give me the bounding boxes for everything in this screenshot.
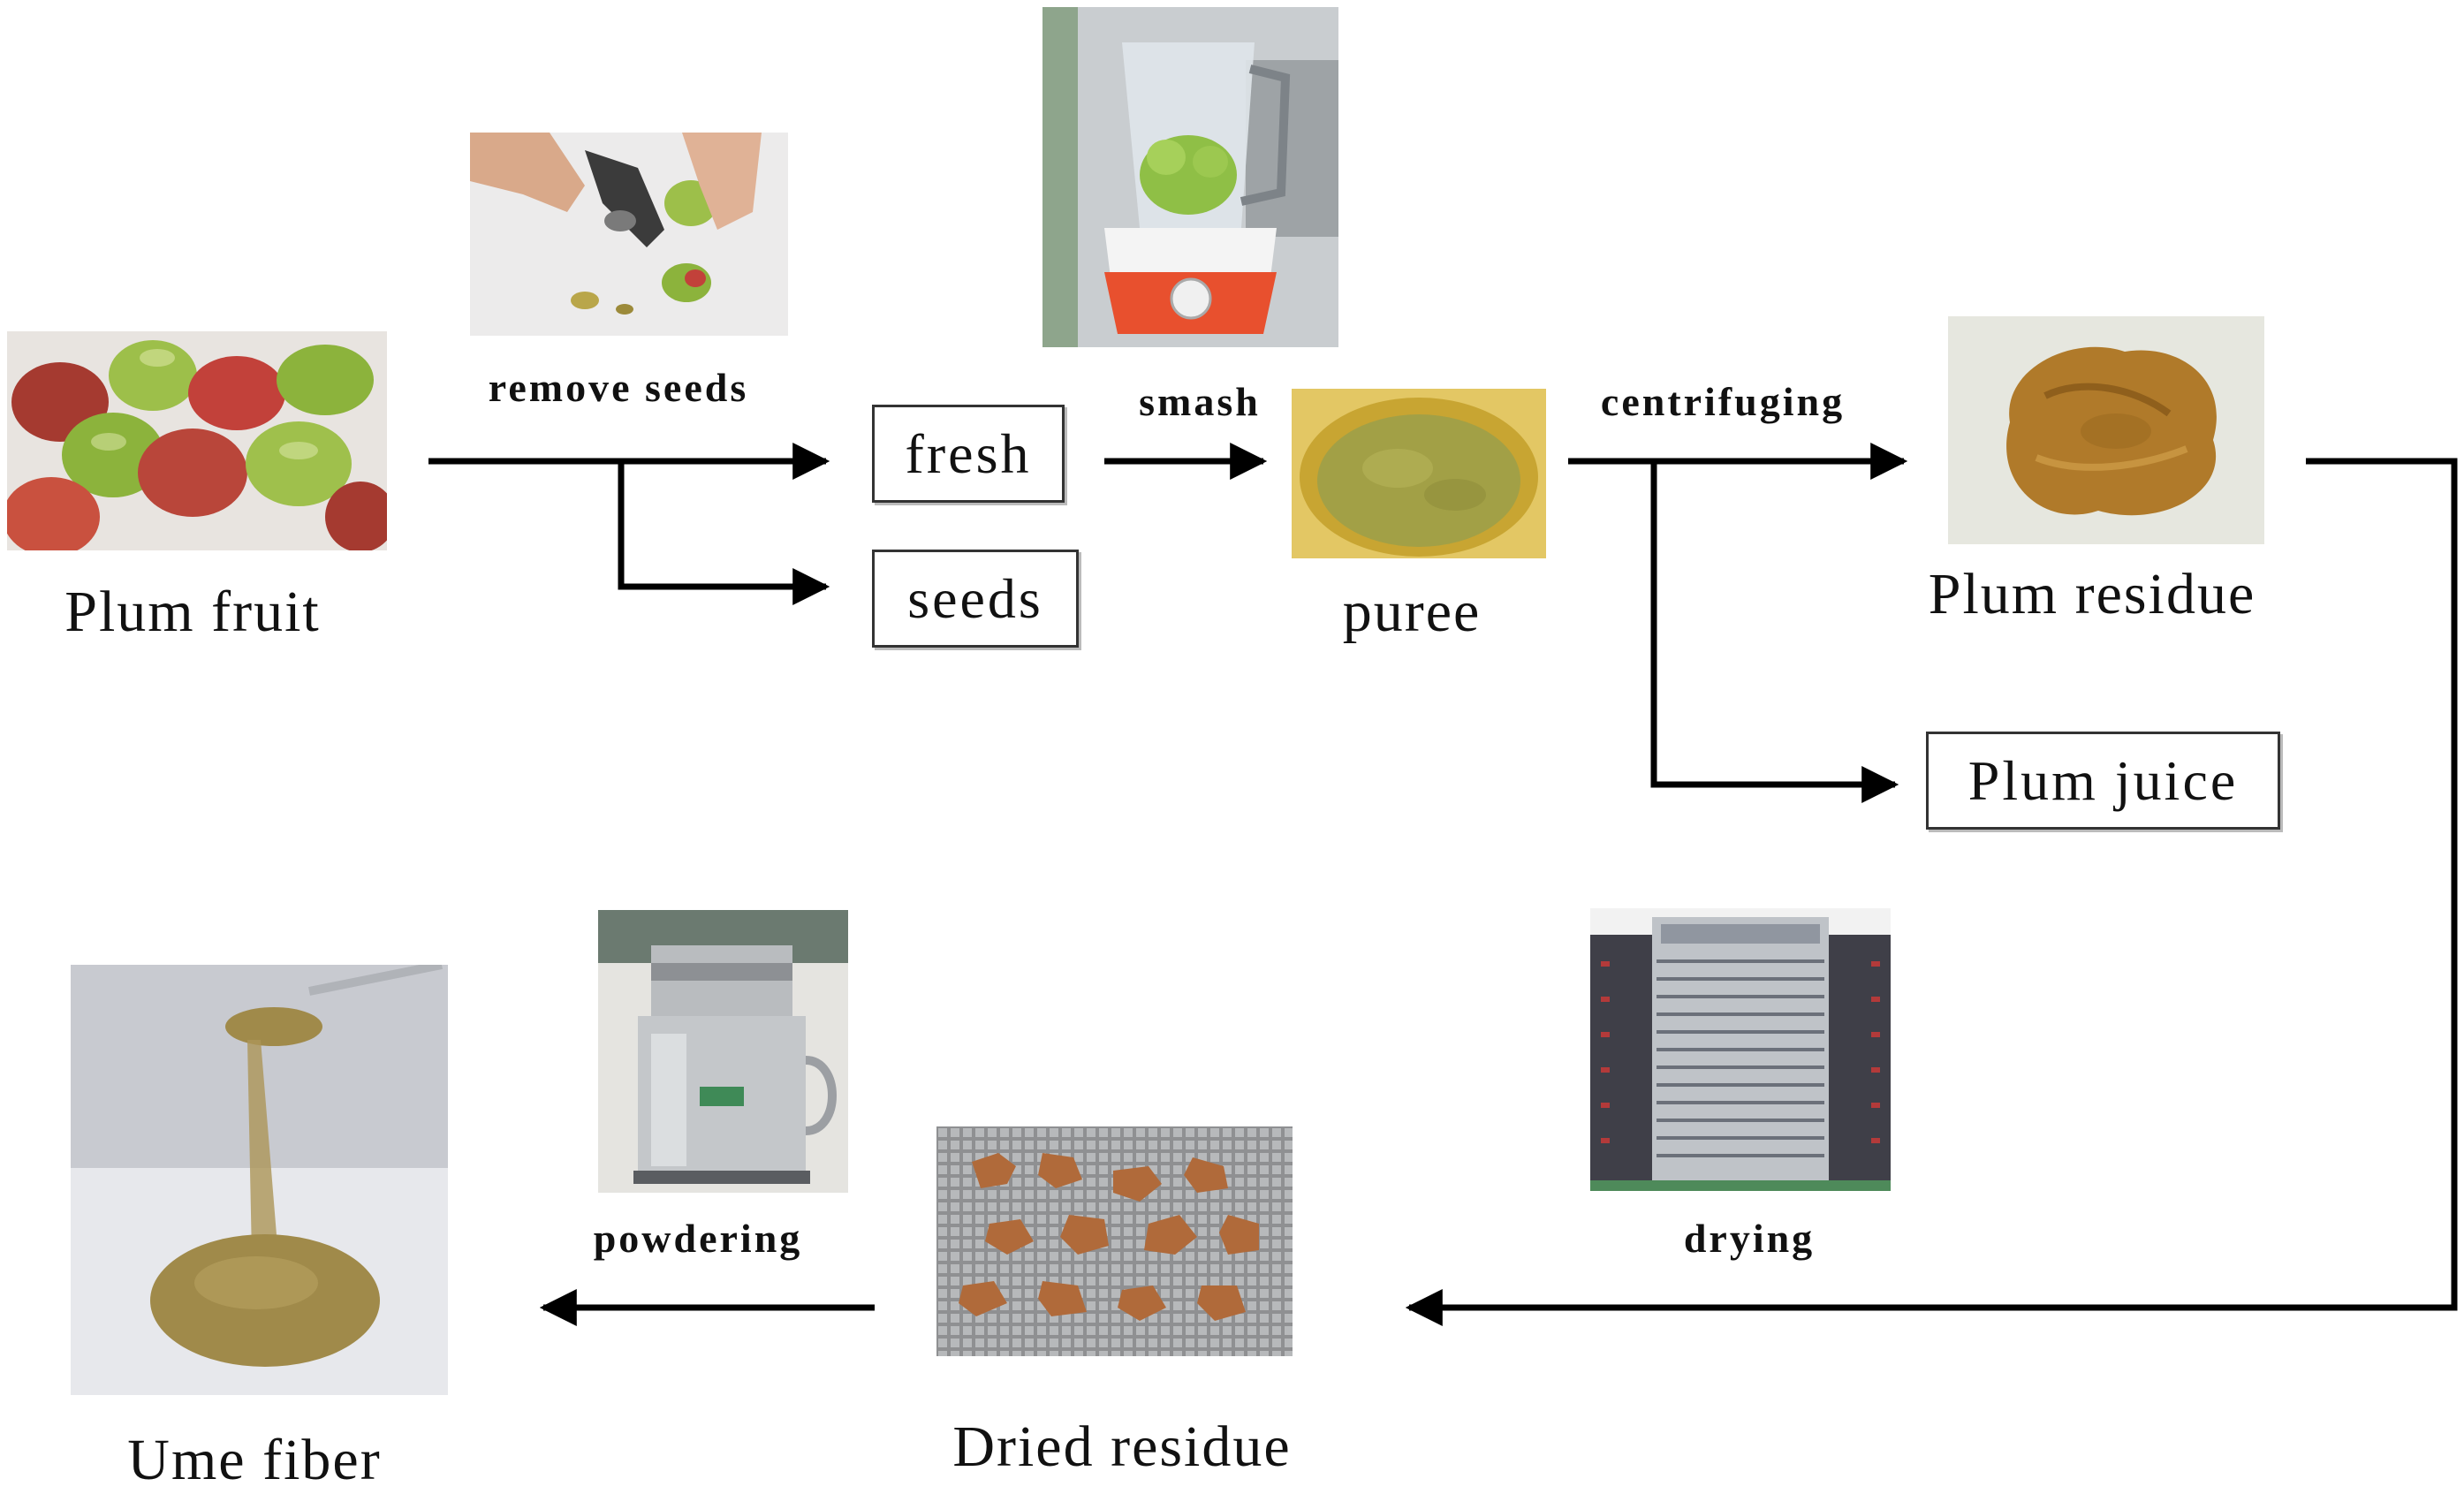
powdering-label: powdering <box>593 1216 803 1261</box>
fresh-box: fresh <box>872 405 1065 503</box>
arrow-residue-to-dried <box>1405 458 2458 1326</box>
grinder-photo <box>598 910 848 1193</box>
drying-label: drying <box>1683 1216 1816 1261</box>
remove-seeds-label: remove seeds <box>488 365 749 410</box>
plum-residue-photo <box>1948 316 2264 544</box>
dried-residue-label: Dried residue <box>952 1414 1292 1479</box>
remove-seeds-photo <box>470 133 788 336</box>
fresh-label: fresh <box>905 421 1032 485</box>
plum-fruit-photo <box>7 331 387 550</box>
puree-photo <box>1292 389 1546 558</box>
ume-fiber-label: Ume fiber <box>127 1428 382 1492</box>
plum-residue-label: Plum residue <box>1928 562 2256 626</box>
dried-residue-photo <box>936 1126 1293 1356</box>
centrifuging-label: centrifuging <box>1600 379 1846 424</box>
dryer-photo <box>1590 908 1891 1191</box>
seeds-label: seeds <box>907 566 1043 630</box>
seeds-box: seeds <box>872 550 1079 648</box>
arrow-puree-to-juice <box>1650 461 1899 803</box>
plum-juice-label: Plum juice <box>1967 748 2239 812</box>
plum-fruit-label: Plum fruit <box>64 580 321 644</box>
ume-fiber-photo <box>71 965 448 1395</box>
blender-photo <box>1042 7 1338 347</box>
arrow-plum-to-seeds <box>618 461 830 605</box>
plum-juice-box: Plum juice <box>1926 732 2280 830</box>
puree-label: puree <box>1342 580 1482 644</box>
smash-label: smash <box>1139 379 1261 424</box>
